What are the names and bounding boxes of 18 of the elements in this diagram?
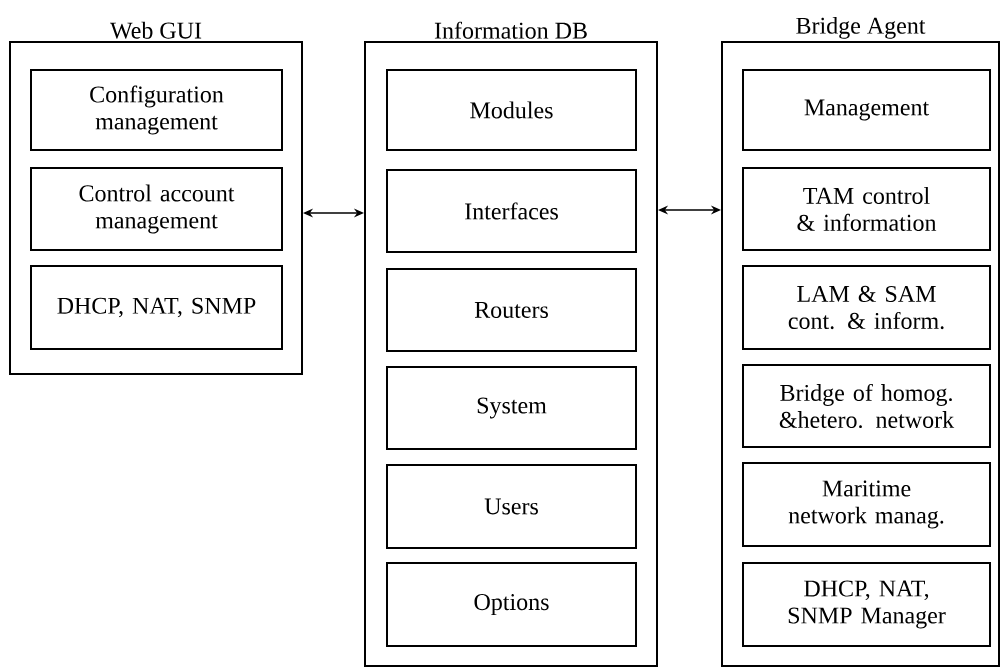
node-label: Bridge Agent: [796, 16, 926, 39]
module-box: LAM & SAM cont. & inform.: [742, 265, 991, 350]
module-box: TAM control & information: [742, 167, 991, 251]
module-box: Configuration management: [30, 69, 283, 151]
module-box: Interfaces: [386, 169, 637, 253]
module-box: Control account management: [30, 167, 283, 251]
module-box: Bridge of homog. &hetero. network: [742, 364, 991, 448]
module-box: DHCP, NAT, SNMP Manager: [742, 562, 991, 647]
module-box: Modules: [386, 69, 637, 151]
module-box: Routers: [386, 268, 637, 352]
module-box: Users: [386, 464, 637, 549]
module-box: Management: [742, 69, 991, 151]
module-box: Options: [386, 562, 637, 647]
node-label: Web GUI: [110, 21, 202, 39]
module-box: Maritime network manag.: [742, 462, 991, 547]
module-box: DHCP, NAT, SNMP: [30, 265, 283, 350]
node-label: Information DB: [434, 21, 587, 39]
module-box: System: [386, 366, 637, 450]
